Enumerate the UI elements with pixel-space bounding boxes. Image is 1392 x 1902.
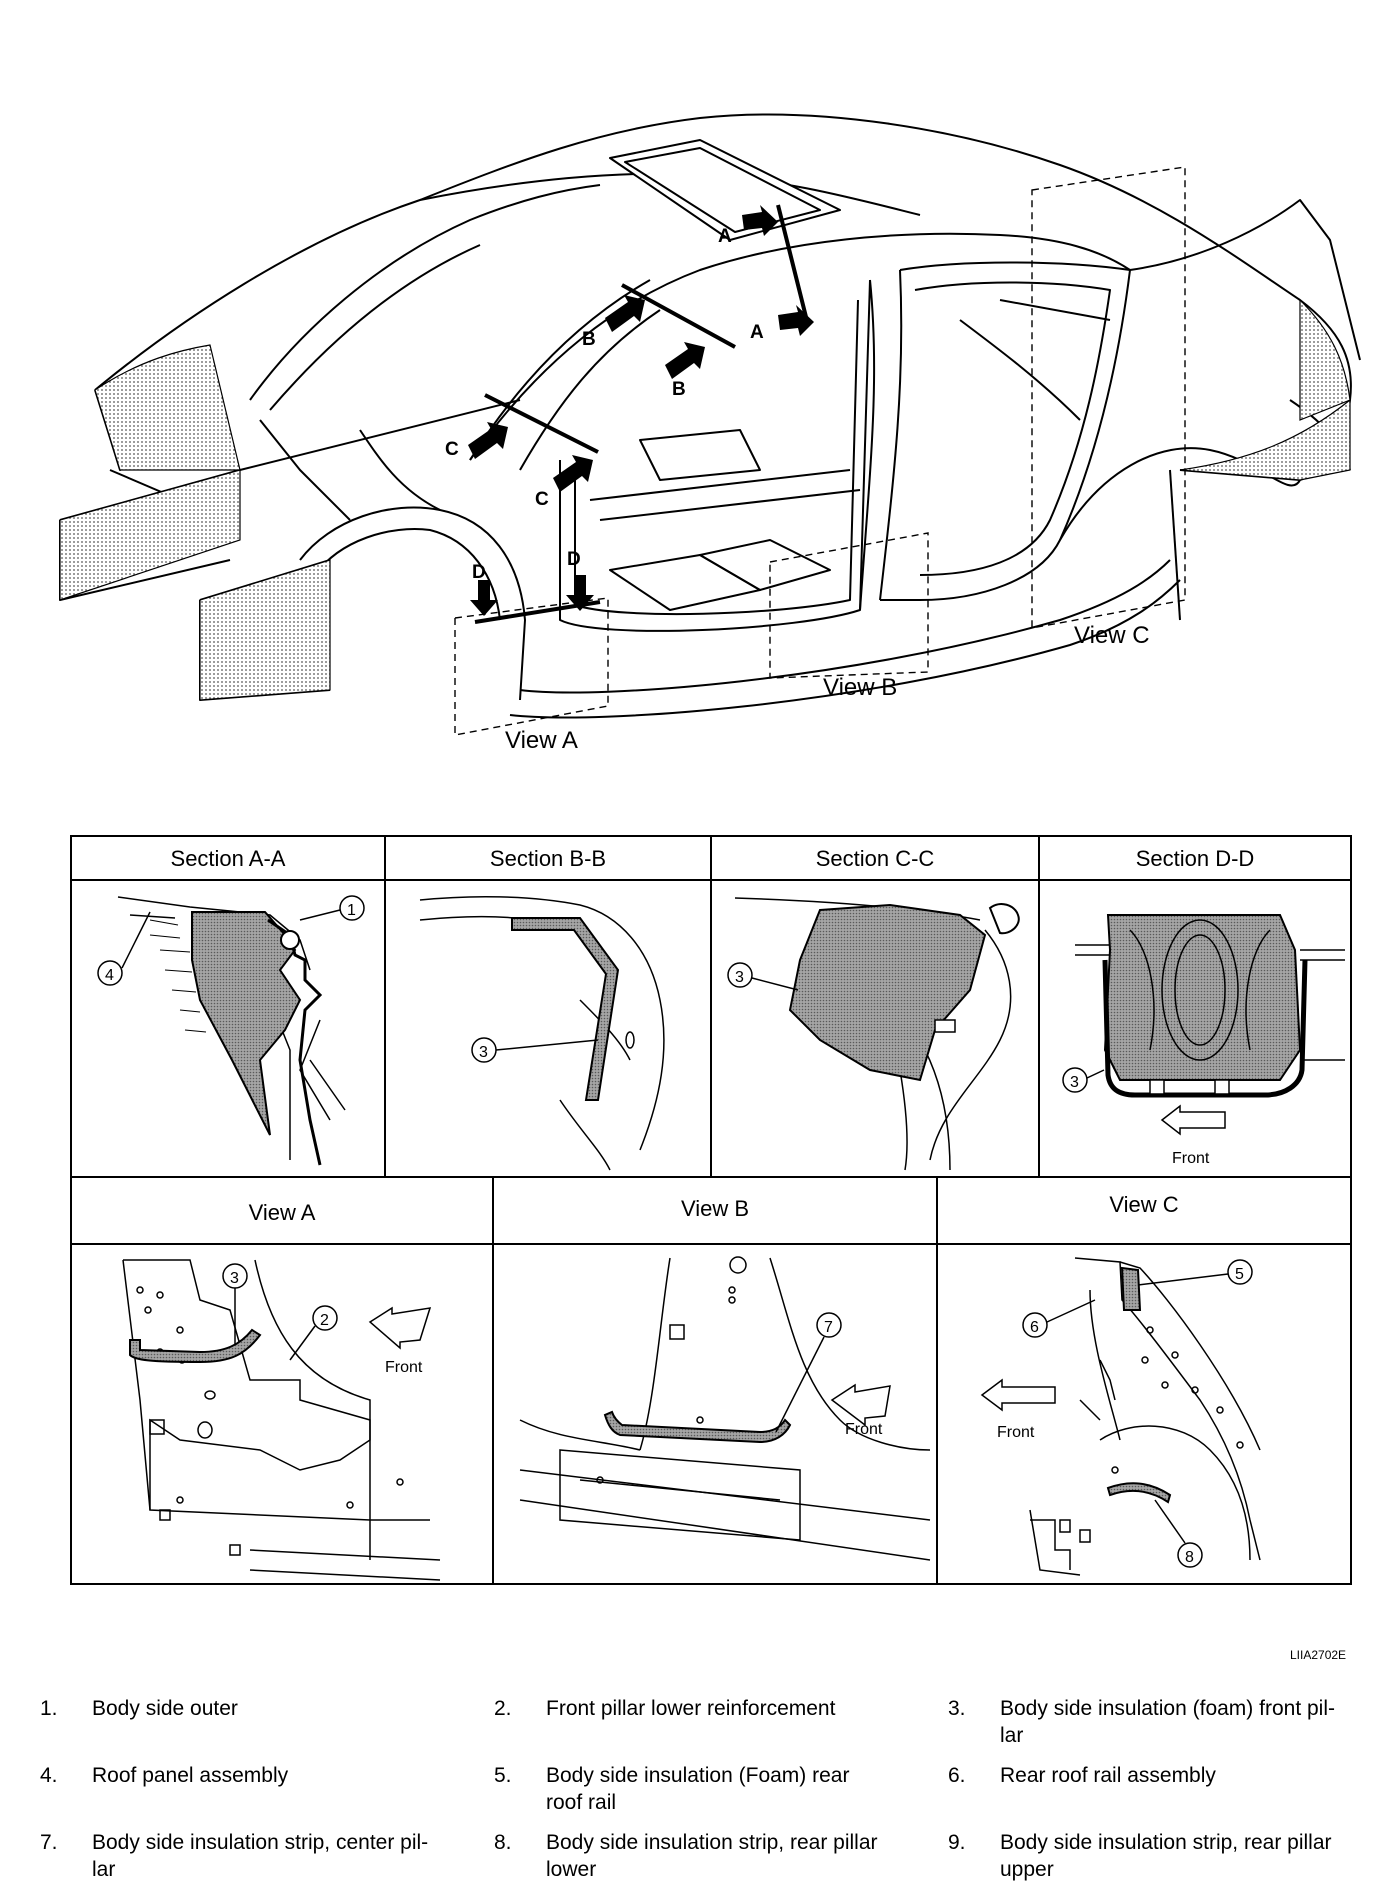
front-label-sd: Front <box>1172 1150 1210 1167</box>
front-arrow-icon <box>1160 1104 1226 1136</box>
overview-view-c-label: View C <box>1074 622 1150 649</box>
callout-sa-4: 4 <box>105 967 114 984</box>
section-d-drawing: 3 Front <box>1062 914 1345 1167</box>
view-b-title: View B <box>680 1196 750 1221</box>
callout-vc-6: 6 <box>1030 1319 1039 1336</box>
overview-view-b-label: View B <box>823 674 897 701</box>
view-c-title: View C <box>1109 1192 1179 1217</box>
front-arrow-icon <box>980 1378 1056 1412</box>
section-a-title: Section A-A <box>170 846 286 871</box>
front-label-vc: Front <box>997 1424 1035 1441</box>
front-label-vb: Front <box>845 1421 883 1438</box>
view-b-drawing: 7 Front <box>519 1256 931 1561</box>
overview-view-a-label: View A <box>505 727 578 754</box>
callout-sc-3: 3 <box>735 969 744 986</box>
section-arrows <box>468 205 814 616</box>
callout-va-3: 3 <box>230 1270 239 1287</box>
callout-va-2: 2 <box>320 1312 329 1329</box>
view-c-drawing: 5 6 8 Front <box>980 1257 1261 1576</box>
overview-mark-c1: C <box>445 439 459 460</box>
callout-sd-3: 3 <box>1070 1074 1079 1091</box>
section-b-drawing: 3 <box>419 895 665 1171</box>
front-arrow-icon <box>368 1306 432 1350</box>
section-d-title: Section D-D <box>1135 846 1255 871</box>
callout-sa-1: 1 <box>347 902 356 919</box>
overview-mark-b1: B <box>582 329 596 350</box>
overview-mark-d1: D <box>472 562 486 583</box>
callout-vc-8: 8 <box>1185 1549 1194 1566</box>
section-c-drawing: 3 <box>727 897 1020 1171</box>
callout-sb-3: 3 <box>479 1044 488 1061</box>
callout-vc-5: 5 <box>1235 1266 1244 1283</box>
callout-vb-7: 7 <box>824 1319 833 1336</box>
car-body-overview: A A B B C C D D View A View B View C <box>59 113 1361 754</box>
overview-mark-c2: C <box>535 489 549 510</box>
section-a-drawing: 1 4 <box>97 895 365 1166</box>
overview-mark-d2: D <box>567 549 581 570</box>
figure-code: LIIA2702E <box>1290 1648 1347 1662</box>
front-label-va: Front <box>385 1359 423 1376</box>
view-a-drawing: 3 2 Front <box>122 1259 441 1581</box>
section-b-title: Section B-B <box>489 846 607 871</box>
section-c-title: Section C-C <box>815 846 935 871</box>
front-arrow-icon <box>830 1383 891 1427</box>
overview-mark-a1: A <box>718 226 732 247</box>
view-a-title: View A <box>248 1200 316 1225</box>
overview-mark-a2: A <box>750 322 764 343</box>
detail-grid: 1 4 3 3 <box>70 835 1352 1585</box>
overview-mark-b2: B <box>672 379 686 400</box>
